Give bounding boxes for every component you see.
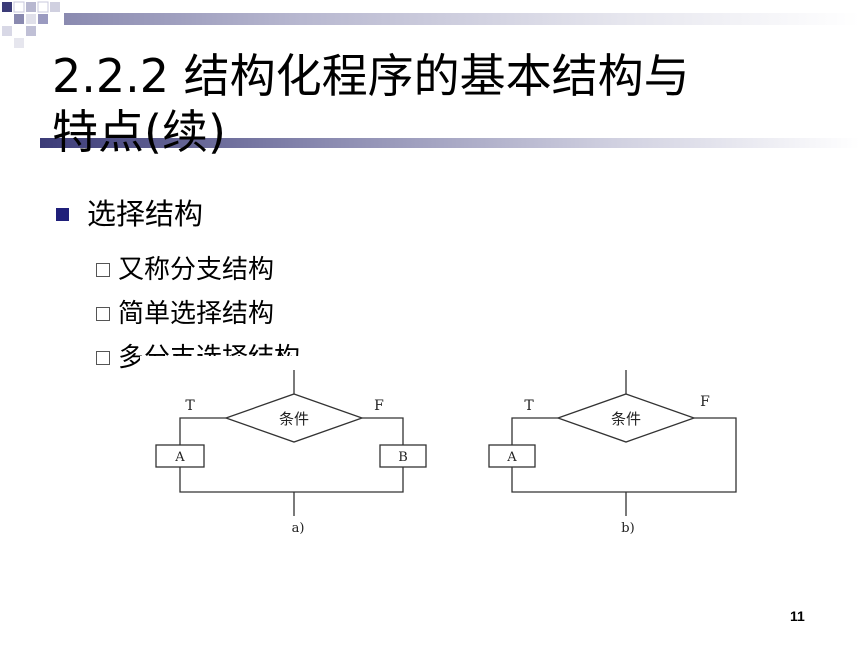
flowchart-a-true-join [179, 467, 294, 493]
title-rule-bar [40, 138, 860, 148]
flowchart-b-false-branch [626, 417, 737, 493]
diagram-background [140, 356, 760, 546]
flowchart-a-caption: a) [292, 521, 305, 536]
title-line-2: 特点(续) [52, 105, 226, 159]
hollow-square-bullet-icon [96, 351, 110, 365]
flowchart-a-true-branch [179, 417, 226, 445]
flowchart-a-false-branch [362, 417, 404, 445]
flowchart-a-true-label: T [185, 398, 195, 414]
slide-title: 2.2.2 结构化程序的基本结构与 特点(续) [52, 48, 812, 160]
decorative-squares [0, 0, 80, 56]
main-bullet: 选择结构 [56, 196, 203, 232]
sub-bullet-text: 又称分支结构 [118, 255, 275, 285]
sub-bullet-item: 又称分支结构 [96, 248, 300, 292]
main-bullet-text: 选择结构 [87, 197, 204, 231]
flowchart-b-decision-diamond [556, 393, 696, 443]
flowchart-a [155, 370, 427, 516]
flowchart-b-false-label: F [700, 394, 710, 410]
title-line-1: 2.2.2 结构化程序的基本结构与 [52, 49, 690, 103]
sub-bullet-item: 简单选择结构 [96, 292, 300, 336]
flowchart-a-box-b-label: B [398, 450, 408, 465]
flowchart-a-condition: 条件 [279, 410, 309, 428]
flowchart-b-caption: b) [621, 521, 634, 536]
flowchart-b-true-label: T [524, 398, 534, 414]
top-gradient-bar [64, 13, 860, 25]
flowchart-b-true-branch [511, 417, 558, 445]
sub-bullet-text: 简单选择结构 [118, 299, 275, 329]
flowchart-a-false-join [294, 467, 404, 493]
flowchart-b [488, 370, 737, 516]
flowchart-a-decision-diamond [224, 393, 364, 443]
page-number: 11 [790, 608, 805, 624]
selection-structure-flowcharts: 条件 T F A B a) 条件 T F A b) [140, 356, 760, 546]
flowchart-a-false-label: F [374, 398, 384, 414]
hollow-square-bullet-icon [96, 263, 110, 277]
square-bullet-icon [56, 207, 69, 221]
hollow-square-bullet-icon [96, 307, 110, 321]
flowchart-b-true-join [511, 467, 626, 493]
flowchart-b-box-a-label: A [506, 450, 517, 465]
flowchart-a-box-a-label: A [174, 450, 185, 465]
flowchart-b-condition: 条件 [611, 410, 641, 428]
